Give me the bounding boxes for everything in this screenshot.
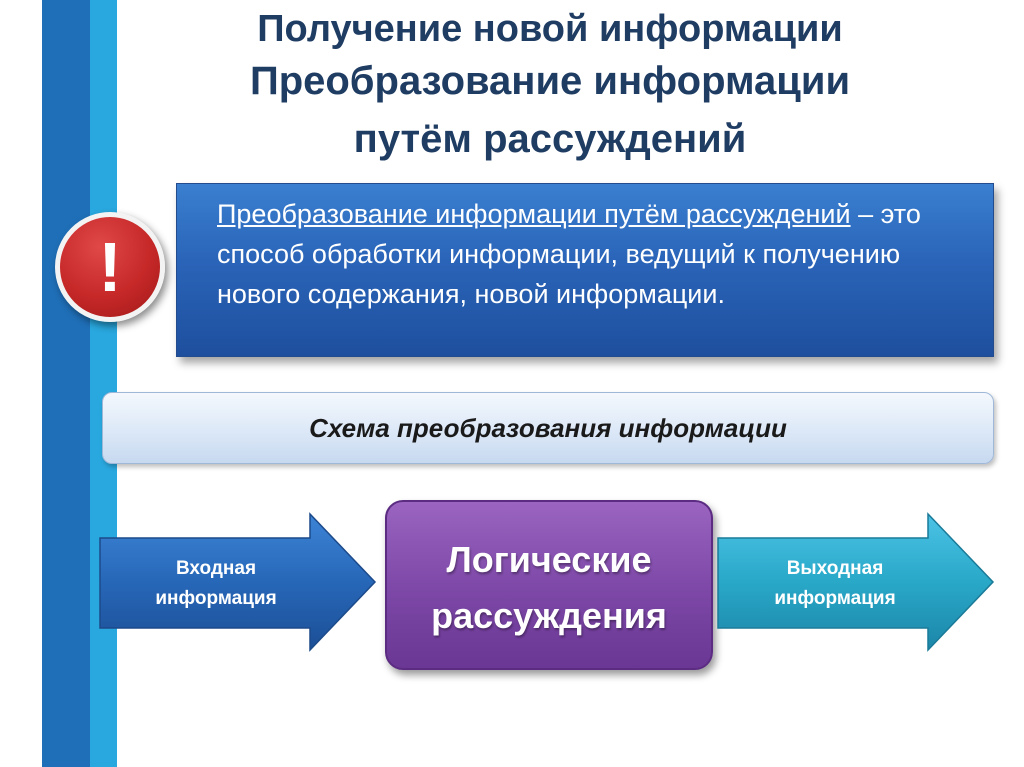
side-bar-light bbox=[90, 0, 117, 767]
title-line-2: Преобразование информации bbox=[249, 59, 851, 103]
output-label-line-1: Выходная bbox=[786, 558, 884, 579]
definition-box: Преобразование информации путём рассужде… bbox=[176, 183, 994, 357]
exclamation-glyph: ! bbox=[98, 228, 122, 306]
side-bar-dark bbox=[42, 0, 90, 767]
output-arrow-shape bbox=[717, 512, 995, 652]
input-label: Входная информация bbox=[106, 554, 326, 614]
input-arrow: Входная информация bbox=[99, 512, 380, 654]
input-label-line-1: Входная bbox=[175, 558, 257, 579]
process-line-1: Логические bbox=[446, 539, 652, 580]
page-title: Получение новой информации Преобразовани… bbox=[150, 6, 950, 168]
exclamation-icon: ! bbox=[55, 212, 165, 322]
process-box: Логические рассуждения bbox=[385, 500, 713, 670]
definition-dash: – bbox=[850, 199, 874, 229]
definition-text: это способ обработки информации, ведущий… bbox=[217, 199, 921, 309]
scheme-title: Схема преобразования информации bbox=[309, 413, 787, 443]
title-line-3: путём рассуждений bbox=[353, 117, 747, 161]
output-label: Выходная информация bbox=[724, 554, 946, 614]
title-line-1: Получение новой информации bbox=[257, 8, 843, 50]
input-label-line-2: информация bbox=[155, 588, 277, 609]
process-line-2: рассуждения bbox=[431, 595, 667, 636]
definition-term: Преобразование информации путём рассужде… bbox=[217, 199, 851, 229]
scheme-title-bar: Схема преобразования информации bbox=[102, 392, 994, 464]
input-arrow-shape bbox=[99, 512, 377, 652]
output-arrow: Выходная информация bbox=[717, 512, 998, 654]
output-label-line-2: информация bbox=[774, 588, 896, 609]
